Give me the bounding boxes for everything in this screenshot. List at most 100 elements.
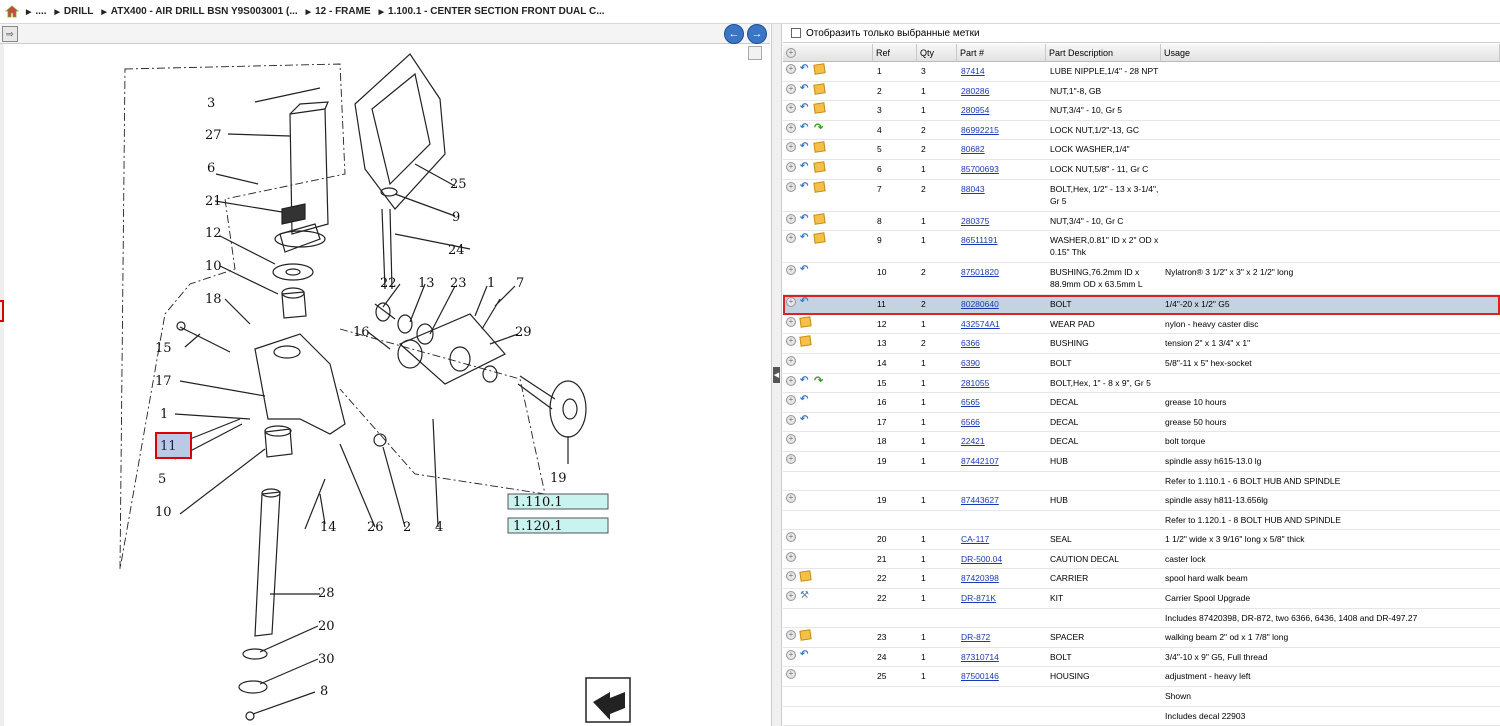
part-number-link[interactable]: 80280640 bbox=[961, 299, 999, 310]
diagram-label[interactable]: 6 bbox=[207, 161, 215, 176]
part-number-cell[interactable]: 85700693 bbox=[957, 160, 1046, 175]
diagram-label[interactable]: 2 bbox=[403, 520, 411, 535]
arrow-back-icon[interactable]: ↶ bbox=[800, 180, 809, 192]
add-icon[interactable]: + bbox=[786, 213, 796, 224]
arrow-back-icon[interactable]: ↶ bbox=[800, 63, 809, 74]
exploded-diagram[interactable]: 3 27 6 21 12 10 18 15 17 1 11 5 10 25 9 … bbox=[0, 24, 770, 726]
table-row[interactable]: Refer to 1.110.1 - 6 BOLT HUB AND SPINDL… bbox=[783, 472, 1500, 492]
table-row[interactable]: Shown bbox=[783, 687, 1500, 707]
part-number-link[interactable]: 432574A1 bbox=[961, 318, 1000, 329]
diagram-label[interactable]: 7 bbox=[516, 276, 524, 291]
part-number-cell[interactable]: 432574A1 bbox=[957, 315, 1046, 330]
part-number-link[interactable]: 6390 bbox=[961, 357, 980, 368]
add-icon[interactable]: + bbox=[786, 532, 796, 543]
diagram-label[interactable]: 17 bbox=[155, 374, 172, 389]
arrow-right-icon[interactable]: → bbox=[747, 24, 767, 44]
diagram-label[interactable]: 13 bbox=[418, 276, 435, 291]
column-header[interactable]: Ref bbox=[873, 44, 917, 62]
part-number-link[interactable]: 6366 bbox=[961, 338, 980, 349]
part-number-cell[interactable]: 87420398 bbox=[957, 569, 1046, 584]
filter-checkbox[interactable] bbox=[791, 28, 801, 38]
package-icon[interactable] bbox=[813, 102, 826, 114]
package-icon[interactable] bbox=[813, 63, 826, 75]
add-icon[interactable]: + bbox=[786, 630, 796, 641]
part-number-cell[interactable]: 6565 bbox=[957, 393, 1046, 408]
part-number-link[interactable]: 87500146 bbox=[961, 671, 999, 682]
part-number-cell[interactable]: 87501820 bbox=[957, 263, 1046, 278]
diagram-label[interactable]: 1 bbox=[487, 276, 495, 291]
part-number-cell[interactable]: 80682 bbox=[957, 140, 1046, 155]
arrow-back-icon[interactable]: ↶ bbox=[800, 212, 809, 224]
column-header[interactable]: Part # bbox=[957, 44, 1046, 62]
part-number-cell[interactable] bbox=[957, 511, 1046, 514]
part-number-cell[interactable]: 86511191 bbox=[957, 231, 1046, 246]
part-number-link[interactable]: CA-117 bbox=[961, 534, 990, 545]
diagram-label[interactable]: 28 bbox=[318, 586, 335, 601]
part-number-link[interactable]: 87420398 bbox=[961, 573, 999, 584]
part-number-link[interactable]: 86511191 bbox=[961, 235, 998, 246]
diagram-label[interactable]: 10 bbox=[155, 505, 172, 520]
part-number-cell[interactable]: 87443627 bbox=[957, 491, 1046, 506]
add-icon[interactable]: + bbox=[786, 571, 796, 582]
arrow-back-icon[interactable]: ↶ bbox=[800, 394, 809, 406]
column-header[interactable]: Part Description bbox=[1046, 44, 1161, 62]
part-number-link[interactable]: 280375 bbox=[961, 215, 990, 226]
panel-splitter[interactable]: ◀ bbox=[771, 24, 782, 726]
reference-link[interactable]: 1.120.1 bbox=[513, 519, 563, 534]
part-number-link[interactable]: 87442107 bbox=[961, 455, 999, 466]
part-number-cell[interactable]: DR-871K bbox=[957, 589, 1046, 604]
diagram-label[interactable]: 21 bbox=[205, 194, 222, 209]
reference-box[interactable] bbox=[507, 493, 609, 534]
wrench-icon[interactable]: ⚒ bbox=[800, 590, 809, 602]
part-number-cell[interactable]: 280375 bbox=[957, 212, 1046, 227]
add-icon[interactable]: + bbox=[786, 591, 796, 602]
replace-arrow-icon[interactable]: ↷ bbox=[814, 374, 824, 387]
part-number-cell[interactable]: 88043 bbox=[957, 180, 1046, 195]
part-number-cell[interactable]: 87310714 bbox=[957, 648, 1046, 663]
diagram-label[interactable]: 27 bbox=[205, 128, 222, 143]
part-number-link[interactable]: 280954 bbox=[961, 105, 990, 116]
arrow-back-icon[interactable]: ↶ bbox=[800, 232, 809, 244]
reference-link[interactable]: 1.110.1 bbox=[513, 495, 563, 510]
add-icon[interactable]: + bbox=[786, 434, 796, 445]
add-icon[interactable]: + bbox=[786, 453, 796, 464]
arrow-back-icon[interactable]: ↶ bbox=[800, 264, 809, 276]
part-number-cell[interactable]: 87442107 bbox=[957, 452, 1046, 467]
add-all-button[interactable]: + bbox=[783, 44, 873, 62]
part-number-link[interactable]: 280286 bbox=[961, 85, 990, 96]
part-number-link[interactable]: 87310714 bbox=[961, 651, 999, 662]
diagram-label[interactable]: 26 bbox=[367, 520, 384, 535]
arrow-back-icon[interactable]: ↶ bbox=[800, 82, 809, 94]
add-icon[interactable]: + bbox=[786, 233, 796, 244]
part-number-link[interactable]: 85700693 bbox=[961, 163, 999, 174]
diagram-label[interactable]: 15 bbox=[155, 341, 172, 356]
part-number-cell[interactable]: 281055 bbox=[957, 374, 1046, 389]
package-icon[interactable] bbox=[813, 180, 826, 193]
diagram-label[interactable]: 22 bbox=[380, 276, 397, 291]
add-icon[interactable]: + bbox=[786, 161, 796, 172]
arrow-back-icon[interactable]: ↶ bbox=[800, 648, 809, 660]
add-icon[interactable]: + bbox=[786, 395, 796, 406]
part-number-link[interactable]: 86992215 bbox=[961, 124, 999, 135]
part-number-cell[interactable] bbox=[957, 707, 1046, 710]
package-icon[interactable] bbox=[799, 335, 812, 348]
diagram-label[interactable]: 16 bbox=[353, 325, 370, 340]
diagram-label[interactable]: 14 bbox=[320, 520, 337, 535]
diagram-label[interactable]: 29 bbox=[515, 325, 532, 340]
table-row[interactable]: Includes decal 22903 bbox=[783, 707, 1500, 726]
